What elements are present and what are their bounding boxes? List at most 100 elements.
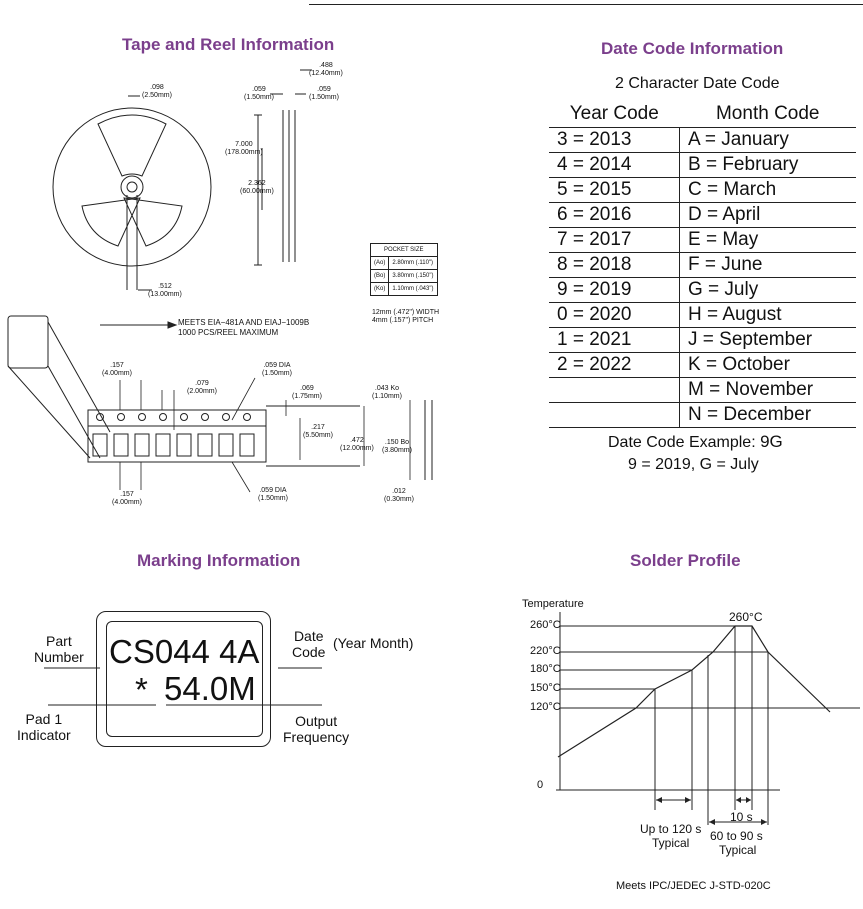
label-date-code: Date Code <box>292 628 325 660</box>
dim-mm: (4.00mm) <box>112 499 142 506</box>
tape-dim-217: .217(5.50mm) <box>303 424 333 440</box>
up-to-120: Up to 120 s <box>640 822 702 836</box>
pocket-size-table: POCKET SIZE (Ao)2.80mm (.110") (Bo)3.80m… <box>369 243 438 296</box>
dim-value: .472 <box>350 437 364 444</box>
dim-mm: (1.50mm) <box>258 495 288 502</box>
tape-dim-150: .150 Bo(3.80mm) <box>382 439 412 455</box>
example-meaning: 9 = 2019, G = July <box>628 456 759 473</box>
reel-drawing <box>7 69 433 493</box>
label-year-month: (Year Month) <box>333 635 414 651</box>
dim-value: .059 DIA <box>263 362 291 369</box>
meets-ipc: Meets IPC/JEDEC J-STD-020C <box>616 880 771 892</box>
dim-mm: (1.50mm) <box>309 94 339 101</box>
label-pad1: Pad 1 Indicator <box>17 711 71 743</box>
month-cell: F = June <box>679 252 856 278</box>
tape-dim-079: .079(2.00mm) <box>187 380 217 396</box>
pocket-val: 1.10mm (.043") <box>388 282 438 296</box>
year-cell: 9 = 2019 <box>549 277 680 303</box>
month-cell: J = September <box>679 327 856 353</box>
label-part-number: Part Number <box>34 633 84 665</box>
tick-220: 220°C <box>530 645 561 657</box>
table-row: N = December <box>549 402 856 428</box>
dim-value: .069 <box>300 385 314 392</box>
header-month: Month Code <box>715 103 820 124</box>
dim-mm: (1.50mm) <box>262 370 292 377</box>
tick-260: 260°C <box>530 619 561 631</box>
dim-mm: (1.75mm) <box>292 393 322 400</box>
chip-outer <box>96 611 271 747</box>
typical-1: Typical <box>652 836 690 850</box>
dim-value: .217 <box>311 424 325 431</box>
month-cell: M = November <box>679 377 856 403</box>
dim-488: .488(12.40mm) <box>309 62 343 78</box>
date-code-title: Date Code Information <box>601 39 784 58</box>
marking-title: Marking Information <box>137 551 301 570</box>
tape-dim-012: .012(0.30mm) <box>384 488 414 504</box>
dim-059b: .059(1.50mm) <box>309 86 339 102</box>
year-cell: 5 = 2015 <box>549 177 680 203</box>
tape-dim-059dib: .059 DIA(1.50mm) <box>258 487 288 503</box>
year-cell <box>549 377 680 403</box>
dim-mm: (1.10mm) <box>372 393 402 400</box>
dim-mm: (0.30mm) <box>384 496 414 503</box>
dim-value: .512 <box>158 283 172 290</box>
tape-dim-472: .472(12.00mm) <box>340 437 374 453</box>
pocket-key: (Ko) <box>369 282 390 296</box>
month-cell: N = December <box>679 402 856 428</box>
dim-value: .157 <box>110 362 124 369</box>
label-line: Frequency <box>283 729 350 745</box>
marking-star: * <box>135 671 148 708</box>
marking-line1: CS044 4A <box>109 633 260 670</box>
y-axis-title: Temperature <box>522 598 584 610</box>
label-line: Date <box>293 628 324 644</box>
month-cell: A = January <box>679 127 856 153</box>
year-cell: 6 = 2016 <box>549 202 680 228</box>
solder-title: Solder Profile <box>630 551 741 570</box>
dim-512: .512(13.00mm) <box>148 283 182 299</box>
dim-7000: 7.000(178.00mm) <box>225 141 263 157</box>
dim-mm: (12.00mm) <box>340 445 374 452</box>
date-code-subtitle: 2 Character Date Code <box>615 75 780 92</box>
month-cell: D = April <box>679 202 856 228</box>
dim-value: .157 <box>120 491 134 498</box>
dim-value: 2.362 <box>248 180 266 187</box>
tape-dim-043: .043 Ko(1.10mm) <box>372 385 402 401</box>
tape-dim-157b: .157(4.00mm) <box>112 491 142 507</box>
dim-mm: (3.80mm) <box>382 447 412 454</box>
width-note: 12mm (.472") WIDTH <box>372 309 440 316</box>
typical-2: Typical <box>719 843 757 857</box>
ten-s: 10 s <box>730 810 753 824</box>
label-line: Code <box>292 644 326 660</box>
dim-value: .059 DIA <box>259 487 287 494</box>
month-cell: H = August <box>679 302 856 328</box>
marking-leader-lines <box>44 667 322 706</box>
year-cell: 3 = 2013 <box>549 127 680 153</box>
month-cell: K = October <box>679 352 856 378</box>
year-cell: 2 = 2022 <box>549 352 680 378</box>
pocket-key: (Ao) <box>369 256 390 270</box>
year-cell: 0 = 2020 <box>549 302 680 328</box>
year-cell: 4 = 2014 <box>549 152 680 178</box>
dim-mm: (2.00mm) <box>187 388 217 395</box>
label-line: Output <box>295 713 338 729</box>
dim-value: .488 <box>319 62 333 69</box>
dim-value: .150 Bo <box>384 439 410 446</box>
label-line: Indicator <box>17 727 71 743</box>
label-line: Number <box>34 649 84 665</box>
date-code-example: Date Code Example: 9G <box>608 432 783 452</box>
table-row: M = November <box>549 377 856 403</box>
dim-mm: (5.50mm) <box>303 432 333 439</box>
pocket-size-box: POCKET SIZE (Ao)2.80mm (.110") (Bo)3.80m… <box>369 243 438 296</box>
tape-dim-157a: .157(4.00mm) <box>102 362 132 378</box>
